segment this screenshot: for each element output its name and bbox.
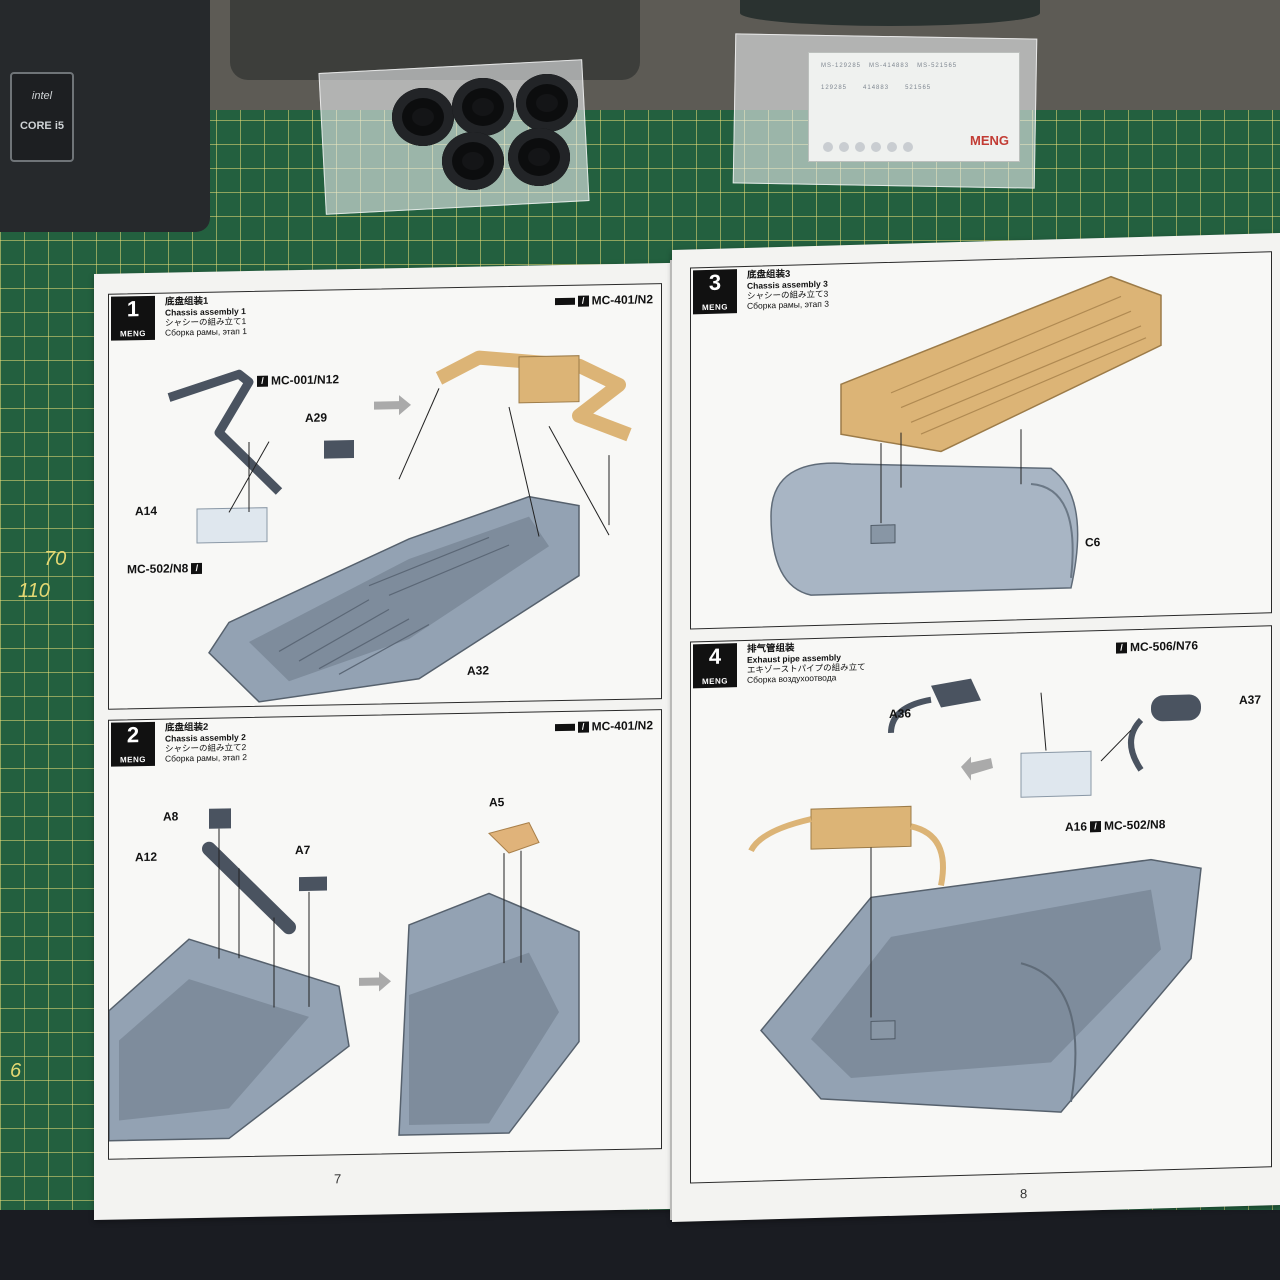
page-number: 7: [334, 1171, 342, 1187]
part-label: A36: [889, 706, 912, 721]
wheel-arch: [1020, 962, 1077, 1102]
paint-code: MC-502/N8: [127, 561, 189, 577]
cpu-sticker: intel CORE i5: [10, 72, 74, 162]
paint-label: MC-502/N8/: [127, 561, 205, 577]
paint-label: A16/MC-502/N8: [1065, 817, 1165, 834]
page-number: 8: [1020, 1186, 1028, 1202]
tire: [442, 132, 504, 190]
part-label: A16: [1065, 819, 1088, 835]
clear-part: [196, 507, 268, 544]
a5-part: [488, 822, 540, 854]
decal-code: 414883: [863, 85, 890, 91]
a29-part: [324, 440, 354, 459]
a12-part: [202, 841, 296, 935]
step-3-illustration: [770, 275, 1162, 596]
chassis-floor: [119, 979, 309, 1121]
step-3: 3 MENG 底盘组装3 Chassis assembly 3 シャシーの組み立…: [690, 251, 1272, 630]
part-label: A7: [295, 842, 311, 858]
floor-ribs: [278, 536, 510, 675]
a8-part: [209, 808, 231, 829]
step-1: 1 MENG 底盘组装1 Chassis assembly 1 シャシーの組み立…: [108, 283, 662, 710]
tan-block: [518, 355, 580, 404]
assembly-arrows: [870, 692, 1132, 1018]
tan-exhaust: [810, 805, 912, 850]
desk-surface: [0, 0, 1280, 110]
part-label: A14: [135, 503, 158, 519]
tan-chassis: [840, 275, 1162, 453]
tire: [392, 88, 454, 146]
socket: [870, 524, 896, 544]
decal-dots: [823, 139, 919, 157]
decal-code: MS-414883: [869, 63, 910, 69]
step-4-illustration: [748, 678, 1202, 1113]
part-label: A8: [163, 809, 179, 824]
assembly-arrows: [228, 388, 610, 537]
socket: [870, 1020, 896, 1040]
assembly-arrows: [880, 429, 1022, 524]
mat-number: 70: [44, 548, 67, 570]
a37-pipe: [1128, 717, 1144, 772]
a7-part: [299, 876, 327, 892]
paint-code: MC-502/N8: [1104, 817, 1166, 833]
arrow-icon: [961, 756, 993, 781]
paint-code: MC-001/N12: [271, 372, 340, 388]
step-1-illustration: [167, 350, 632, 703]
lap-area: [0, 1210, 1280, 1280]
dark-part: [167, 369, 283, 495]
intel-logo: intel: [31, 90, 53, 102]
part-label: A37: [1239, 692, 1262, 708]
tan-frame: [435, 350, 632, 442]
c6-part: [770, 462, 1079, 596]
brush-icon: /: [191, 563, 203, 575]
decal-code: MS-129285: [821, 63, 862, 69]
part-label: A5: [489, 795, 505, 810]
part-label: A29: [305, 410, 328, 425]
part-label: A12: [135, 849, 158, 865]
a16-part: [1020, 750, 1092, 798]
page-right: 3 MENG 底盘组装3 Chassis assembly 3 シャシーの組み立…: [672, 233, 1280, 1222]
step-2: 2 MENG 底盘组装2 Chassis assembly 2 シャシーの組み立…: [108, 709, 662, 1160]
instruction-booklet: 1 MENG 底盘组装1 Chassis assembly 1 シャシーの組み立…: [94, 233, 1280, 1225]
decal-sheet: MS-129285 MS-414883 MS-521565 129285 414…: [808, 52, 1020, 162]
tire: [452, 78, 514, 136]
a36-pipe: [888, 696, 932, 734]
a37-part: [1151, 694, 1201, 722]
computer-case: intel CORE i5: [0, 0, 210, 232]
a36-part: [931, 678, 981, 708]
mat-number: 6: [10, 1060, 22, 1082]
tire: [508, 128, 570, 186]
paint-jars: [740, 0, 1040, 26]
part-label: A32: [467, 663, 490, 678]
step-4: 4 MENG 排气管组装 Exhaust pipe assembly エキゾース…: [690, 625, 1272, 1184]
step-2-illustration: [109, 808, 580, 1142]
chassis-floor: [249, 516, 549, 682]
brush-icon: /: [257, 375, 268, 388]
tire: [516, 74, 578, 132]
tan-ribs: [890, 295, 1147, 435]
chassis-floor: [409, 952, 559, 1125]
tan-pipe: [910, 823, 946, 886]
cpu-model: CORE i5: [19, 120, 64, 132]
arrow-icon: [374, 395, 411, 416]
decal-code: 129285: [821, 85, 848, 91]
paint-label: /MC-001/N12: [254, 372, 339, 388]
mat-number: 110: [18, 580, 50, 602]
assembly-arrows: [218, 828, 522, 1008]
arrow-icon: [359, 971, 391, 992]
tan-pipe: [748, 816, 812, 853]
part-label: C6: [1085, 535, 1101, 550]
decal-code: MS-521565: [917, 63, 958, 69]
page-left: 1 MENG 底盘组装1 Chassis assembly 1 シャシーの組み立…: [94, 262, 674, 1221]
meng-logo: MENG: [970, 133, 1009, 148]
brush-icon: /: [1090, 821, 1102, 833]
decal-code: 521565: [905, 85, 932, 91]
wheel-arch: [1030, 482, 1074, 578]
